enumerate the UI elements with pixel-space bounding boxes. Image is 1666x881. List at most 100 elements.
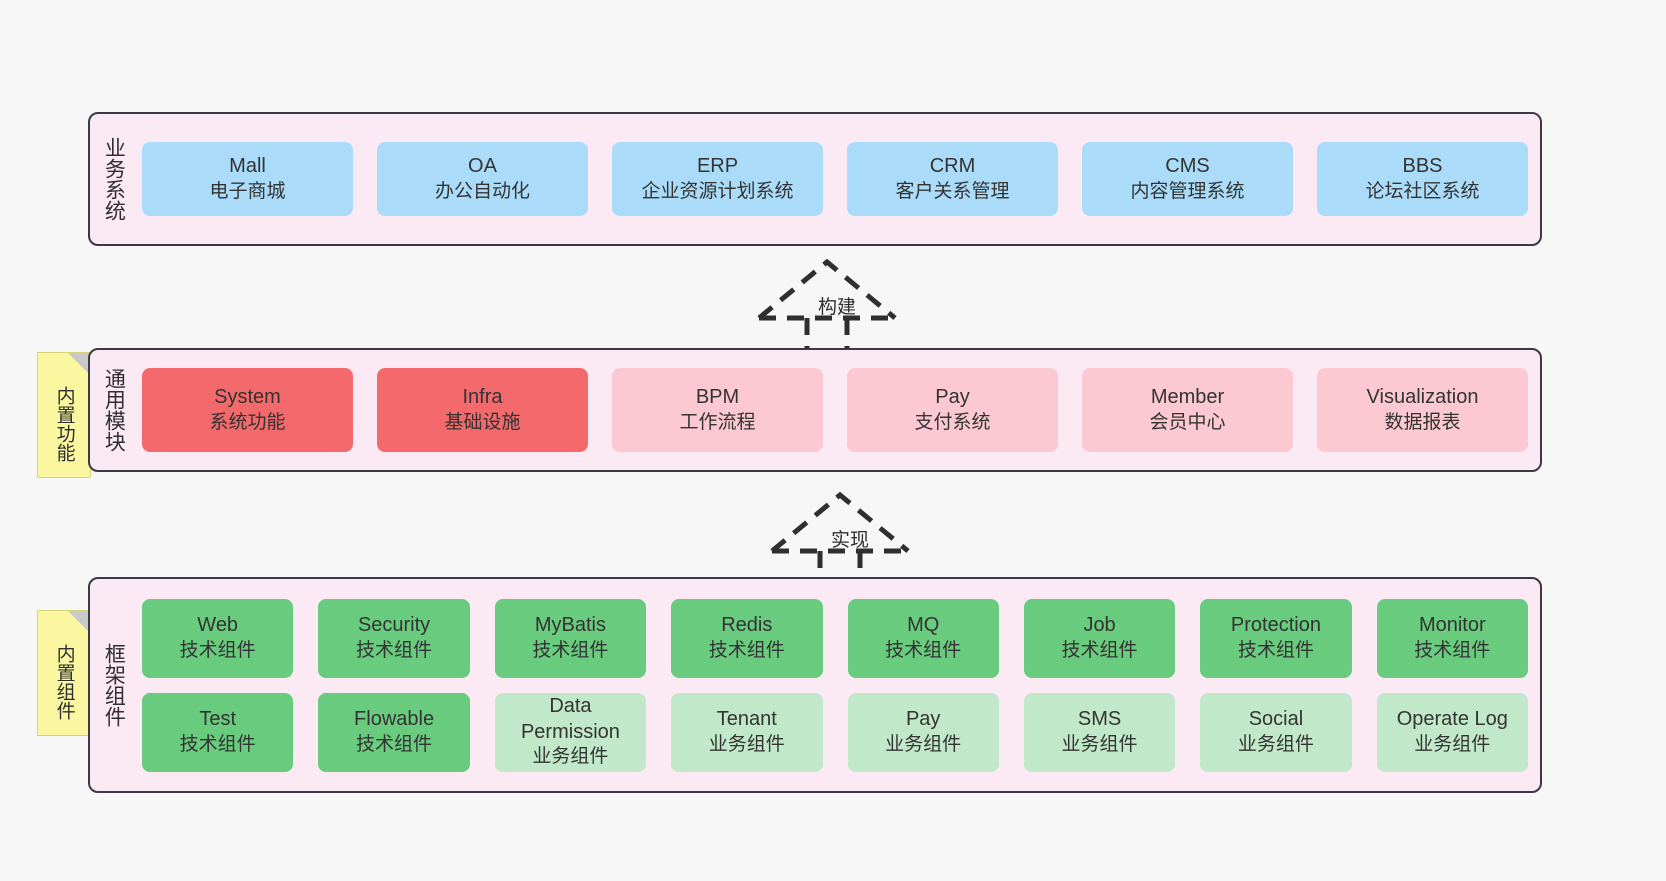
generalization-arrow-implement: 实现 <box>768 488 928 583</box>
card-mybatis[interactable]: MyBatis 技术组件 <box>494 598 647 678</box>
card-title: Mall <box>229 155 266 178</box>
card-subtitle: 企业资源计划系统 <box>641 180 794 202</box>
card-operate-log[interactable]: Operate Log 业务组件 <box>1376 692 1528 772</box>
card-subtitle: 业务组件 <box>532 746 609 768</box>
arrow-shape <box>757 258 897 350</box>
card-subtitle: 技术组件 <box>885 639 962 661</box>
card-sms[interactable]: SMS 业务组件 <box>1023 692 1176 772</box>
card-title: Visualization <box>1366 386 1479 409</box>
layer-body-framework-components: Web 技术组件 Security 技术组件 MyBatis 技术组件 Redi… <box>136 579 1540 791</box>
card-subtitle: 内容管理系统 <box>1130 180 1245 202</box>
card-bpm[interactable]: BPM 工作流程 <box>612 368 823 452</box>
card-visualization[interactable]: Visualization 数据报表 <box>1317 368 1528 452</box>
sticky-note-builtin-components: 内置组件 <box>37 610 91 736</box>
card-pay[interactable]: Pay 支付系统 <box>847 368 1058 452</box>
card-oa[interactable]: OA 办公自动化 <box>377 142 588 216</box>
card-title: Pay <box>905 708 941 731</box>
card-subtitle: 技术组件 <box>708 639 785 661</box>
layer-business-systems: 业务系统 Mall 电子商城 OA 办公自动化 ERP 企业资源计划系统 CRM… <box>88 112 1542 246</box>
generalization-arrow-build: 构建 <box>755 255 915 350</box>
card-title: Pay <box>935 386 970 409</box>
card-mall[interactable]: Mall 电子商城 <box>142 142 353 216</box>
card-cms[interactable]: CMS 内容管理系统 <box>1082 142 1293 216</box>
sticky-note-label: 内置功能 <box>53 386 75 462</box>
card-job[interactable]: Job 技术组件 <box>1023 598 1176 678</box>
card-infra[interactable]: Infra 基础设施 <box>377 368 588 452</box>
card-title: Web <box>197 614 239 637</box>
card-title: Operate Log <box>1396 708 1508 731</box>
card-flowable[interactable]: Flowable 技术组件 <box>318 692 470 772</box>
card-title: Test <box>199 708 237 731</box>
card-social[interactable]: Social 业务组件 <box>1200 692 1352 772</box>
card-title: CMS <box>1165 155 1210 178</box>
layer-common-modules: 通用模块 System 系统功能 Infra 基础设施 BPM 工作流程 Pay… <box>88 348 1542 472</box>
card-title: Member <box>1150 386 1225 409</box>
sticky-note-builtin-features: 内置功能 <box>37 352 91 478</box>
card-subtitle: 技术组件 <box>179 639 256 661</box>
card-subtitle: 会员中心 <box>1149 411 1226 433</box>
card-title: Protection <box>1230 614 1321 637</box>
card-member[interactable]: Member 会员中心 <box>1082 368 1293 452</box>
card-title: BPM <box>695 386 740 409</box>
card-subtitle: 技术组件 <box>356 733 433 755</box>
card-title: Flowable <box>354 708 435 731</box>
card-row: Mall 电子商城 OA 办公自动化 ERP 企业资源计划系统 CRM 客户关系… <box>142 142 1528 216</box>
card-subtitle: 系统功能 <box>209 411 286 433</box>
card-subtitle: 论坛社区系统 <box>1365 180 1480 202</box>
card-subtitle: 工作流程 <box>679 411 756 433</box>
card-test[interactable]: Test 技术组件 <box>142 692 294 772</box>
card-subtitle: 数据报表 <box>1384 411 1461 433</box>
card-subtitle: 业务组件 <box>708 733 785 755</box>
arrow-label-build: 构建 <box>818 297 857 318</box>
layer-body-common-modules: System 系统功能 Infra 基础设施 BPM 工作流程 Pay 支付系统… <box>136 350 1540 470</box>
folded-corner-icon <box>68 353 90 375</box>
card-subtitle: 业务组件 <box>885 733 962 755</box>
card-security[interactable]: Security 技术组件 <box>318 598 470 678</box>
card-title: ERP <box>696 155 739 178</box>
card-redis[interactable]: Redis 技术组件 <box>671 598 823 678</box>
card-erp[interactable]: ERP 企业资源计划系统 <box>612 142 823 216</box>
card-crm[interactable]: CRM 客户关系管理 <box>847 142 1058 216</box>
card-subtitle: 办公自动化 <box>434 180 530 202</box>
card-title: Tenant <box>716 708 777 731</box>
card-tenant[interactable]: Tenant 业务组件 <box>671 692 823 772</box>
card-subtitle: 技术组件 <box>356 639 433 661</box>
card-subtitle: 技术组件 <box>179 733 256 755</box>
card-title: Monitor <box>1418 614 1486 637</box>
card-web[interactable]: Web 技术组件 <box>142 598 294 678</box>
card-monitor[interactable]: Monitor 技术组件 <box>1376 598 1528 678</box>
layer-title-framework-components: 框架组件 <box>102 643 126 727</box>
layer-framework-components: 框架组件 Web 技术组件 Security 技术组件 MyBatis 技术组件… <box>88 577 1542 793</box>
card-subtitle: 基础设施 <box>444 411 521 433</box>
card-title: MQ <box>907 614 940 637</box>
sticky-note-label: 内置组件 <box>53 644 75 720</box>
card-title: Social <box>1248 708 1304 731</box>
card-protection[interactable]: Protection 技术组件 <box>1200 598 1352 678</box>
card-title: Job <box>1083 614 1116 637</box>
card-subtitle: 技术组件 <box>1061 639 1138 661</box>
card-subtitle: 电子商城 <box>209 180 286 202</box>
card-title: System <box>214 386 281 409</box>
card-data-permission[interactable]: Data Permission 业务组件 <box>494 692 647 772</box>
card-row: System 系统功能 Infra 基础设施 BPM 工作流程 Pay 支付系统… <box>142 368 1528 452</box>
card-pay-component[interactable]: Pay 业务组件 <box>847 692 999 772</box>
layer-title-common-modules: 通用模块 <box>102 368 126 452</box>
card-subtitle: 业务组件 <box>1237 733 1314 755</box>
card-bbs[interactable]: BBS 论坛社区系统 <box>1317 142 1528 216</box>
card-title: Redis <box>721 614 773 637</box>
card-title: Security <box>357 614 431 637</box>
card-subtitle: 技术组件 <box>1414 639 1491 661</box>
card-title: SMS <box>1077 708 1122 731</box>
card-mq[interactable]: MQ 技术组件 <box>847 598 999 678</box>
arrow-shape <box>770 491 910 583</box>
card-title: Data Permission <box>520 695 620 743</box>
card-subtitle: 技术组件 <box>532 639 609 661</box>
card-system[interactable]: System 系统功能 <box>142 368 353 452</box>
card-subtitle: 客户关系管理 <box>895 180 1010 202</box>
card-row: Web 技术组件 Security 技术组件 MyBatis 技术组件 Redi… <box>142 598 1528 678</box>
card-title: Infra <box>462 386 503 409</box>
card-title: MyBatis <box>534 614 606 637</box>
folded-corner-icon <box>68 611 90 633</box>
layer-title-business-systems: 业务系统 <box>102 137 126 221</box>
card-subtitle: 技术组件 <box>1237 639 1314 661</box>
